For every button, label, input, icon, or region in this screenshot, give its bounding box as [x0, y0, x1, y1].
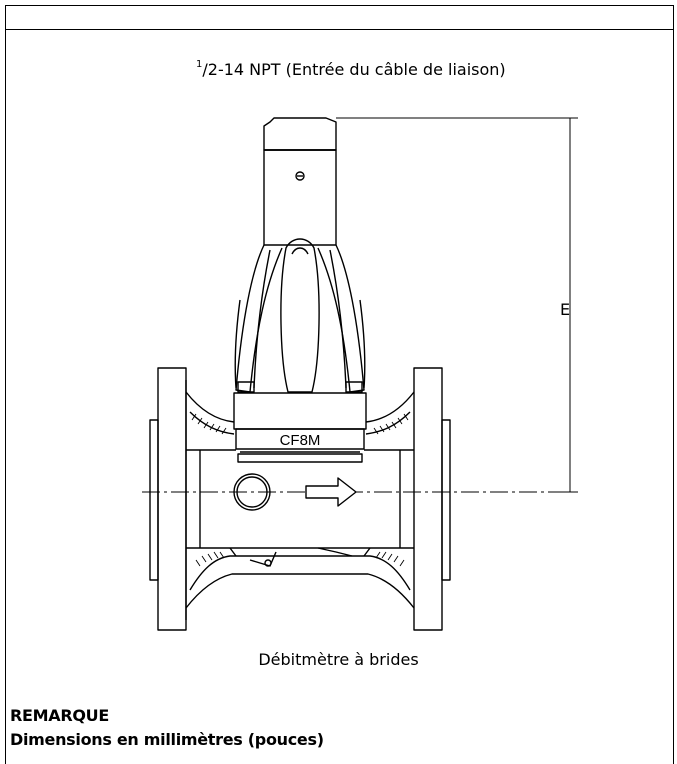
body-marking: CF8M: [280, 432, 321, 449]
note-title: REMARQUE: [10, 706, 109, 725]
left-strut: [235, 244, 283, 393]
dimension-e-label: E: [560, 300, 571, 319]
left-flange: [157, 367, 187, 631]
frame-header-strip: [5, 5, 674, 29]
body-block: [233, 392, 367, 430]
center-web: [280, 238, 320, 393]
cable-entry-text: /2-14 NPT (Entrée du câble de liaison): [202, 60, 506, 79]
figure-frame: [5, 29, 674, 764]
housing-neck: [263, 149, 337, 246]
fraction-numerator: 1: [196, 58, 203, 70]
arrow-right-icon: [305, 477, 357, 507]
note-text: Dimensions en millimètres (pouces): [10, 730, 324, 749]
right-strut: [317, 244, 365, 393]
figure-caption: Débitmètre à brides: [258, 650, 419, 669]
right-flange: [413, 367, 443, 631]
housing-screw: [295, 171, 305, 181]
housing-cap: [263, 117, 337, 151]
cable-entry-label: 1/2-14 NPT (Entrée du câble de liaison): [196, 58, 506, 79]
